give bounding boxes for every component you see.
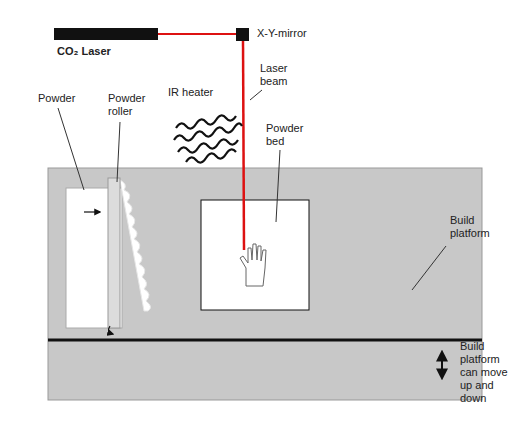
laser-beam (243, 40, 244, 250)
beam-label: Laser beam (260, 62, 296, 88)
platform-label: Build platform (450, 214, 502, 240)
direction-arrow (84, 211, 100, 212)
bed-label: Powder bed (266, 122, 306, 148)
laser-beam (158, 33, 237, 35)
laser-label: CO₂ Laser (57, 45, 111, 58)
platform-edge (48, 339, 482, 342)
spread-powder (120, 180, 151, 311)
powder-roller (108, 178, 120, 328)
heater-label: IR heater (168, 86, 213, 99)
rotation-arrow (109, 326, 113, 334)
co2-laser (54, 28, 158, 40)
roller-label: Powder roller (108, 92, 152, 118)
xy-mirror (236, 28, 249, 41)
motion-arrow (441, 352, 443, 378)
ir-heater (174, 115, 242, 162)
printed-part (240, 244, 266, 286)
motion-note: Build platform can move up and down (460, 340, 510, 405)
build-platform (48, 168, 482, 400)
leader-line (58, 90, 446, 290)
mirror-label: X-Y-mirror (257, 27, 307, 40)
powder-label: Powder (38, 92, 75, 105)
powder-bed (201, 200, 309, 310)
